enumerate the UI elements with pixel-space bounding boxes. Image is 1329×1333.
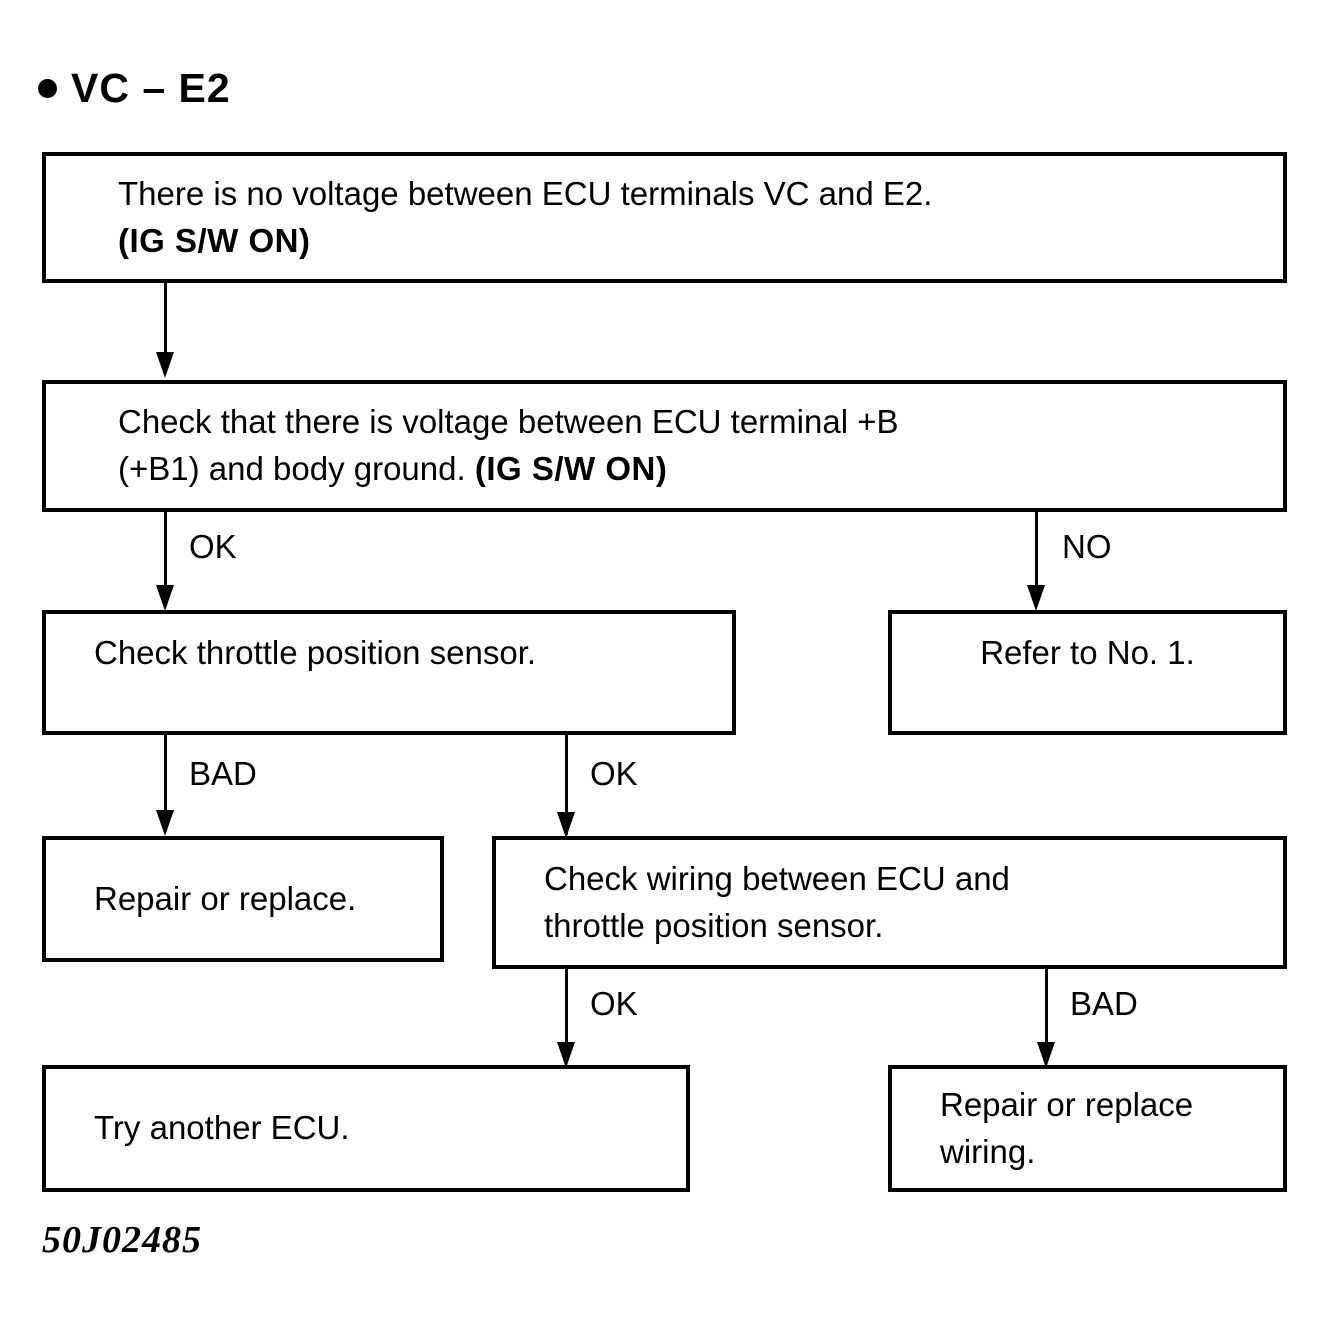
figure-code: 50J02485	[42, 1219, 202, 1261]
box-try-another-ecu-label: Try another ECU.	[94, 1109, 350, 1147]
arrowhead-check-b-no	[1027, 585, 1045, 611]
box-symptom: There is no voltage between ECU terminal…	[42, 152, 1287, 283]
box-check-wiring-line-2: throttle position sensor.	[544, 906, 884, 944]
box-check-tps-label: Check throttle position sensor.	[94, 634, 537, 671]
arrowhead-tps-ok	[557, 812, 575, 838]
box-check-tps: Check throttle position sensor.	[42, 610, 736, 735]
box-symptom-line-1: There is no voltage between ECU terminal…	[118, 174, 933, 212]
box-check-b-voltage: Check that there is voltage between ECU …	[42, 380, 1287, 512]
box-symptom-line-2: (IG S/W ON)	[118, 221, 311, 259]
edge-label-check-b-no: NO	[1062, 528, 1112, 565]
bullet-dot-icon	[38, 79, 57, 98]
arrowhead-symptom-to-check-b	[156, 352, 174, 378]
connector-wiring-ok	[565, 969, 568, 1053]
connector-symptom-to-check-b	[164, 283, 167, 356]
connector-check-b-no	[1035, 512, 1038, 592]
box-check-b-line-2-plain: (+B1) and body ground.	[118, 450, 475, 487]
box-check-wiring-line-1: Check wiring between ECU and	[544, 859, 1010, 897]
arrowhead-check-b-ok	[156, 585, 174, 611]
box-refer-no-1: Refer to No. 1.	[888, 610, 1287, 735]
connector-wiring-bad	[1045, 969, 1048, 1053]
box-repair-replace-wiring-line-1: Repair or replace	[940, 1085, 1194, 1123]
page-title: VC – E2	[38, 68, 231, 109]
edge-label-wiring-ok: OK	[590, 985, 638, 1022]
arrowhead-wiring-ok	[557, 1042, 575, 1068]
edge-label-tps-ok: OK	[590, 755, 638, 792]
box-repair-replace-wiring-line-2: wiring.	[940, 1132, 1036, 1170]
connector-check-b-ok	[164, 512, 167, 592]
edge-label-check-b-ok: OK	[189, 528, 237, 565]
box-repair-replace-wiring: Repair or replace wiring.	[888, 1065, 1287, 1192]
box-refer-no-1-label: Refer to No. 1.	[980, 634, 1195, 671]
edge-label-wiring-bad: BAD	[1070, 985, 1138, 1022]
box-check-wiring: Check wiring between ECU and throttle po…	[492, 836, 1287, 969]
box-try-another-ecu: Try another ECU.	[42, 1065, 690, 1192]
page-title-label: VC – E2	[71, 65, 231, 111]
arrowhead-wiring-bad	[1037, 1042, 1055, 1068]
edge-label-tps-bad: BAD	[189, 755, 257, 792]
box-check-b-line-2: (+B1) and body ground. (IG S/W ON)	[46, 446, 1283, 493]
box-check-b-line-1: Check that there is voltage between ECU …	[118, 403, 899, 441]
connector-tps-ok	[565, 735, 568, 835]
arrowhead-tps-bad	[156, 810, 174, 836]
box-repair-or-replace-label: Repair or replace.	[94, 879, 357, 917]
connector-tps-bad	[164, 735, 167, 817]
box-check-b-line-2-bold: (IG S/W ON)	[474, 450, 668, 487]
box-repair-or-replace: Repair or replace.	[42, 836, 444, 962]
